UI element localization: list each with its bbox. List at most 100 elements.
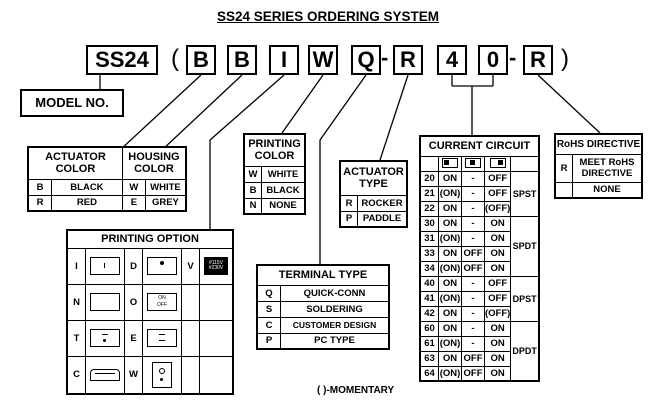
circuit-pos-2: -	[461, 305, 485, 322]
circuit-pos-3: OFF	[483, 185, 512, 202]
circuit-pos-3: ON	[483, 350, 512, 367]
circle-dot-icon	[152, 361, 172, 388]
i-line-icon	[90, 257, 120, 275]
printing-option-icon-cell	[85, 247, 125, 285]
terminal-type-code: Q	[256, 284, 281, 302]
printing-option-code: I	[66, 247, 86, 285]
circuit-pos-1: (ON)	[438, 290, 462, 307]
circuit-pos-2: -	[461, 200, 485, 217]
circuit-code: 31	[419, 230, 439, 247]
circuit-type-spdt: SPDT	[510, 215, 540, 277]
terminal-type-code: S	[256, 300, 281, 318]
circuit-pos-3: OFF	[483, 275, 512, 292]
printing-option-icon-cell	[85, 355, 125, 395]
code-box-printing-color: W	[308, 45, 338, 75]
circuit-pos-1: ON	[438, 350, 462, 367]
current-circuit-header: CURRENT CIRCUIT	[419, 135, 540, 157]
circuit-pos-2: -	[461, 320, 485, 337]
circuit-pos-1: (ON)	[438, 260, 462, 277]
circuit-pos-1: ON	[438, 320, 462, 337]
printing-color-name: BLACK	[261, 181, 306, 199]
dot-icon	[147, 257, 177, 275]
leader-terminal	[319, 74, 367, 141]
circuit-code: 21	[419, 185, 439, 202]
leader-actuator-type	[379, 74, 409, 161]
leader-printing-color	[281, 74, 324, 134]
switch-center-icon	[465, 158, 481, 169]
circuit-pos-2: -	[461, 335, 485, 352]
circuit-type-header	[510, 155, 540, 172]
circuit-pos-3: ON	[483, 260, 512, 277]
rohs-code: R	[554, 153, 573, 183]
circuit-code: 64	[419, 365, 439, 382]
leader-printing-option	[209, 74, 285, 141]
leader-rohs	[537, 74, 601, 134]
terminal-type-name: PC TYPE	[280, 332, 390, 350]
printing-color-code: B	[243, 181, 262, 199]
voltage-label-icon: #115V#230V	[204, 257, 228, 275]
circuit-pos-3: OFF	[483, 290, 512, 307]
circuit-pos-2: -	[461, 230, 485, 247]
printing-color-name: WHITE	[261, 165, 306, 183]
actuator-type-code: R	[339, 194, 358, 212]
circuit-pos-3: ON	[483, 230, 512, 247]
printing-option-code	[181, 355, 200, 395]
circuit-pos-1: ON	[438, 305, 462, 322]
terminal-type-code: P	[256, 332, 281, 350]
terminal-type-name: QUICK-CONN	[280, 284, 390, 302]
circuit-pos-3: (OFF)	[483, 305, 512, 322]
terminal-type-header: TERMINAL TYPE	[256, 264, 390, 286]
printing-option-icon-cell	[85, 283, 125, 321]
printing-option-icon-cell	[85, 319, 125, 357]
circuit-pos-1: (ON)	[438, 335, 462, 352]
circuit-pos-2: -	[461, 290, 485, 307]
dash-2: -	[509, 45, 517, 70]
blank-icon	[90, 293, 120, 311]
circuit-pos-1: ON	[438, 245, 462, 262]
bars-icon	[147, 329, 177, 347]
switch-position-cell	[483, 155, 512, 172]
circuit-code: 30	[419, 215, 439, 232]
circuit-code: 41	[419, 290, 439, 307]
circuit-pos-2: OFF	[461, 245, 485, 262]
actuator-color-code: R	[27, 194, 52, 212]
rohs-name: NONE	[572, 181, 643, 199]
housing-color-name: GREY	[144, 194, 187, 212]
side-view-icon	[90, 368, 120, 381]
circuit-pos-3: ON	[483, 215, 512, 232]
switch-position-cell	[438, 155, 462, 172]
circuit-pos-3: (OFF)	[483, 200, 512, 217]
printing-option-header: PRINTING OPTION	[66, 229, 234, 249]
circuit-code: 34	[419, 260, 439, 277]
leader-actuator-color	[119, 74, 202, 151]
actuator-color-code: B	[27, 178, 52, 196]
page-title: SS24 SERIES ORDERING SYSTEM	[216, 9, 440, 24]
printing-option-code: O	[124, 283, 143, 321]
rohs-name: MEET RoHS DIRECTIVE	[572, 153, 643, 183]
model-code-box: SS24	[86, 45, 158, 75]
printing-option-code: T	[66, 319, 86, 357]
printing-option-icon-cell	[199, 283, 234, 321]
circuit-pos-1: ON	[438, 200, 462, 217]
printing-option-icon-cell	[142, 319, 182, 357]
momentary-note: ( )-MOMENTARY	[317, 385, 395, 396]
code-box-printing-option: I	[269, 45, 299, 75]
printing-option-code: E	[124, 319, 143, 357]
circuit-pos-3: OFF	[483, 170, 512, 187]
circuit-pos-3: ON	[483, 245, 512, 262]
circuit-pos-2: OFF	[461, 350, 485, 367]
terminal-type-name: SOLDERING	[280, 300, 390, 318]
model-no-label: MODEL NO.	[20, 89, 124, 117]
printing-option-code: D	[124, 247, 143, 285]
housing-color-name: WHITE	[144, 178, 187, 196]
actuator-type-name: ROCKER	[357, 194, 408, 212]
rohs-header: RoHS DIRECTIVE	[554, 133, 643, 155]
circuit-code: 63	[419, 350, 439, 367]
housing-color-code: W	[121, 178, 146, 196]
switch-left-icon	[442, 158, 458, 169]
